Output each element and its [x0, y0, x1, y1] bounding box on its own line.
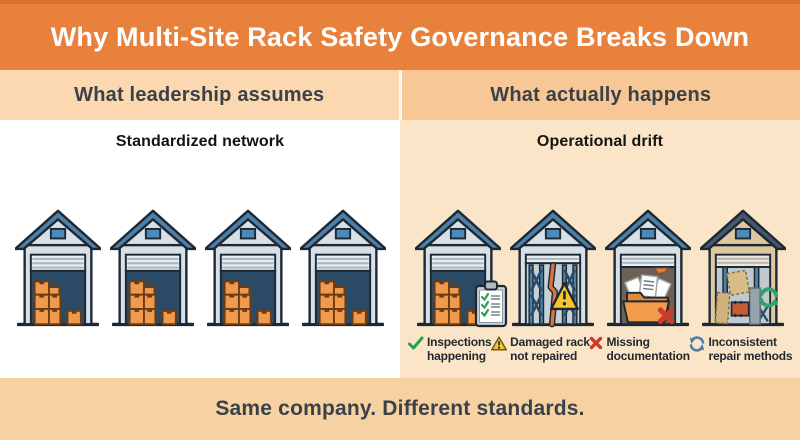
x-mark-icon — [657, 307, 674, 324]
caption-text: Missing documentation — [606, 335, 690, 363]
warehouse-illustration — [14, 209, 101, 327]
gable-window — [334, 227, 351, 240]
warehouse-illustration — [204, 209, 291, 327]
garage-door-slats — [619, 253, 676, 268]
garage-door-slats — [29, 253, 86, 272]
gable-window — [449, 227, 466, 240]
red-patch — [730, 300, 750, 318]
caption-inconsistent-repairs: Inconsistent repair methods — [689, 335, 793, 363]
caption-inspections: Inspections happening — [408, 335, 492, 363]
stacked-boxes — [318, 280, 367, 326]
right-column-header-label: What actually happens — [490, 83, 712, 106]
warning-icon — [491, 336, 508, 351]
stacked-boxes — [433, 280, 482, 326]
stacked-boxes — [33, 280, 82, 326]
gable-window — [144, 227, 161, 240]
right-panel-subtitle: Operational drift — [536, 133, 664, 150]
main-panels: Standardized network — [0, 120, 800, 378]
standard-warehouse-row — [0, 207, 400, 329]
leadership-assumes-panel: Standardized network — [0, 120, 400, 378]
caption-text: Inconsistent repair methods — [708, 335, 793, 363]
title-banner: Why Multi-Site Rack Safety Governance Br… — [0, 0, 800, 70]
warehouse-damaged-illustration — [509, 209, 596, 328]
warehouse-roof — [204, 209, 291, 251]
warehouse-roof — [604, 209, 691, 251]
garage-door-slats — [714, 253, 771, 268]
garage-door-slats — [524, 253, 581, 265]
gable-window — [544, 227, 561, 240]
actually-happens-panel: Operational drift — [400, 120, 800, 378]
drift-captions: Inspections happening Damaged rack not r… — [400, 335, 800, 363]
column-headers: What leadership assumes What actually ha… — [0, 70, 800, 120]
recycle-icon — [758, 287, 778, 308]
warehouse-roof — [699, 209, 786, 251]
garage-door-slats — [124, 253, 181, 272]
cardboard-patches — [713, 269, 750, 325]
warehouse-damaged-rack — [509, 207, 596, 329]
warehouse-standard-2 — [109, 207, 196, 329]
caption-text: Damaged rack not repaired — [510, 335, 590, 363]
gable-window — [639, 227, 656, 240]
clipboard-overlay — [474, 280, 508, 328]
warehouse-standard-4 — [299, 207, 386, 329]
warehouse-patched-illustration — [699, 209, 786, 327]
warehouse-roof — [299, 209, 386, 251]
drift-warehouse-row — [400, 207, 800, 329]
warehouse-roof — [509, 209, 596, 251]
warehouse-illustration — [299, 209, 386, 327]
warehouse-roof — [109, 209, 196, 251]
garage-door-slats — [314, 253, 371, 272]
caption-text: Inspections happening — [427, 335, 492, 363]
warehouse-roof — [414, 209, 501, 251]
warehouse-standard-3 — [204, 207, 291, 329]
warehouse-inspected — [414, 207, 507, 329]
gray-panel — [748, 287, 761, 325]
check-icon — [408, 336, 424, 350]
warning-triangle-icon — [549, 282, 579, 311]
warehouse-standard-1 — [14, 207, 101, 329]
torn-scrap — [653, 267, 669, 275]
gable-window — [49, 227, 66, 240]
warehouse-inconsistent-repairs — [699, 207, 786, 329]
stacked-boxes — [128, 280, 177, 326]
left-panel-subtitle: Standardized network — [115, 133, 285, 150]
caption-missing-documentation: Missing documentation — [589, 335, 690, 363]
gable-window — [239, 227, 256, 240]
right-column-header: What actually happens — [401, 70, 800, 120]
warehouse-illustration — [109, 209, 196, 327]
x-icon — [590, 336, 603, 350]
left-column-header: What leadership assumes — [0, 70, 402, 120]
folder-icon — [621, 291, 670, 324]
garage-door-slats — [429, 253, 486, 272]
gable-window — [734, 227, 751, 240]
left-column-header-label: What leadership assumes — [74, 83, 325, 106]
inspection-clipboard-icon — [474, 280, 507, 328]
footer-banner: Same company. Different standards. — [0, 378, 800, 440]
garage-door-slats — [219, 253, 276, 272]
warehouse-missing-documentation — [604, 207, 691, 329]
warehouse-missing-doc-illustration — [604, 209, 691, 327]
footer-text: Same company. Different standards. — [215, 397, 585, 420]
refresh-icon — [690, 336, 705, 352]
warehouse-roof — [14, 209, 101, 251]
stacked-boxes — [223, 280, 272, 326]
page-title: Why Multi-Site Rack Safety Governance Br… — [50, 21, 750, 52]
caption-damaged-rack: Damaged rack not repaired — [491, 335, 590, 363]
